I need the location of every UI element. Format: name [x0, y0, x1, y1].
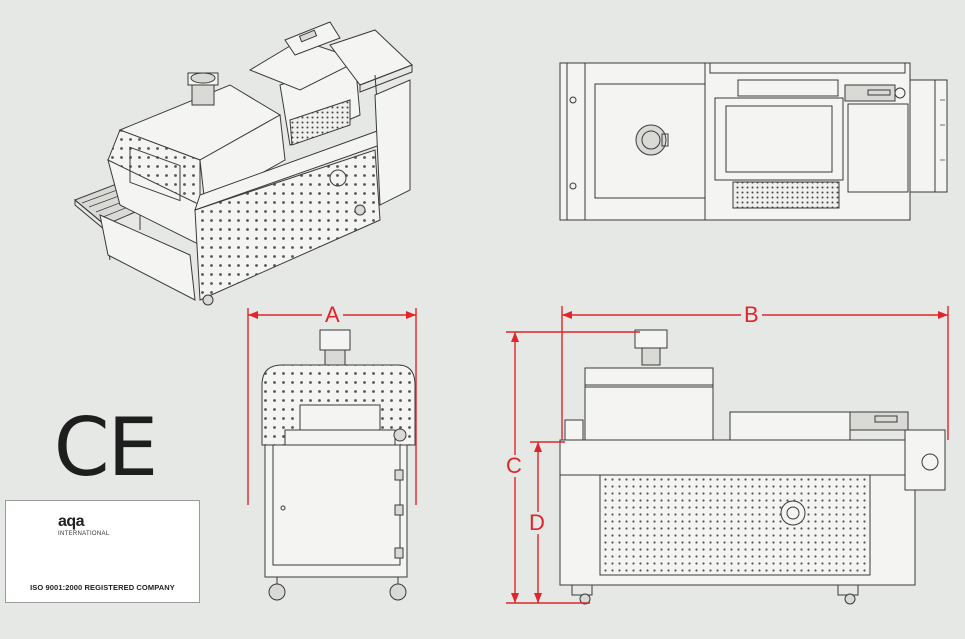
aqa-logo-text: aqa — [58, 513, 85, 530]
registration-text: ISO 9001:2000 REGISTERED COMPANY — [30, 583, 175, 592]
top-view — [559, 62, 948, 221]
isometric-view — [74, 21, 413, 306]
dimension-label-a: A — [322, 304, 343, 326]
iso-certification-badge: aqa INTERNATIONAL ANAB ACCREDITED ISO 90… — [5, 500, 200, 603]
dimension-label-b: B — [741, 304, 762, 326]
anab-logo-subtext: ACCREDITED — [132, 547, 168, 553]
dimension-label-d: D — [526, 512, 548, 534]
dimension-label-c: C — [503, 455, 525, 477]
anab-logo-text: ANAB — [129, 529, 171, 545]
aqa-logo-subtext: INTERNATIONAL — [58, 531, 110, 537]
ce-mark: CE — [53, 401, 158, 494]
side-view — [559, 329, 946, 605]
front-view — [261, 329, 416, 601]
